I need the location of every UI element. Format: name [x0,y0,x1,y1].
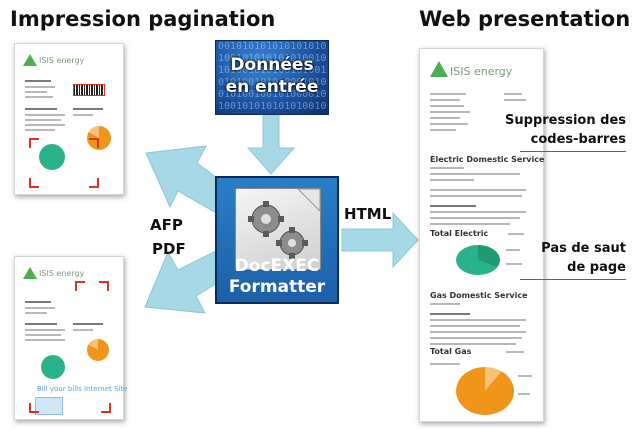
web-document: ISIS energy Electric Domestic Service To… [419,48,544,422]
print-document-bottom: ISIS energy Bill your bills Internet Sit… [14,256,128,420]
web-heading: Web presentation [419,7,631,31]
logo-text: ISIS energy [39,269,85,278]
web-format-html: HTML [344,205,392,223]
annotation-underline [520,279,626,280]
print-heading: Impression pagination [10,7,276,31]
logo-icon [430,61,448,77]
binary-texture: 0010101010101010101001010101010100101010… [218,41,327,114]
annotation-barcodes-line2: codes-barres [530,132,626,147]
logo-icon [23,267,37,279]
annotation-pagebreak-line2: de page [567,260,626,275]
input-label-line2: en entrée [225,77,319,97]
input-label-line1: Données [230,55,314,75]
pie-chart-icon [87,339,109,361]
web-section-gas: Gas Domestic Service [430,291,528,300]
arrow-input-to-formatter [246,112,296,175]
logo-text: ISIS energy [39,56,85,65]
print-format-afp: AFP [150,216,183,234]
annotation-pagebreak-line1: Pas de saut [541,241,626,256]
web-pie-chart-icon-gas [456,367,514,415]
annotation-underline [520,151,626,152]
formatter-label-line2: Formatter [228,277,326,297]
pie-chart-icon [39,144,65,170]
formatter-box: DocEXEC Formatter [215,176,339,304]
web-total-gas: Total Gas [430,347,472,356]
arrow-to-print-top [145,145,233,215]
web-total-electric: Total Electric [430,229,489,238]
print-document-top: ISIS energy [14,43,124,195]
pie-chart-icon [41,355,65,379]
print-format-pdf: PDF [152,240,186,258]
gears-on-document-icon [235,188,321,270]
input-data-box: 0010101010101010101001010101010100101010… [215,40,329,115]
web-pie-chart-icon [456,245,500,275]
annotation-barcodes-line1: Suppression des [505,113,626,128]
logo-icon [23,54,37,66]
arrow-to-web [341,211,419,269]
logo-text: ISIS energy [450,65,513,78]
web-section-electric: Electric Domestic Service [430,155,545,164]
house-icon [35,397,63,415]
formatter-label-line1: DocEXEC [234,256,320,276]
promo-text: Bill your bills Internet Site [37,385,128,393]
barcode [73,84,105,96]
